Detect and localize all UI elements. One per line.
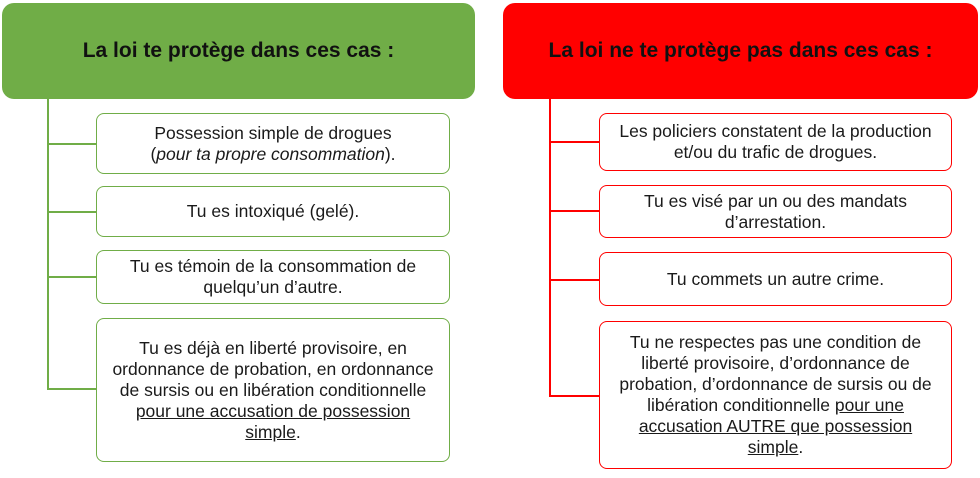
right-branch-line: [549, 279, 599, 281]
text-fragment: (: [150, 143, 157, 164]
text-fragment: pour ta propre consommation: [156, 143, 385, 164]
right-case-text: Les policiers constatent de la productio…: [608, 121, 943, 163]
text-fragment: Tu es déjà en liberté provisoire, en ord…: [112, 337, 434, 400]
right-case-box-3: Tu commets un autre crime.: [599, 252, 952, 306]
text-fragment: Tu es témoin de la consommation de quelq…: [129, 256, 417, 297]
left-case-box-2: Tu es intoxiqué (gelé).: [96, 186, 450, 237]
right-trunk-line: [549, 99, 551, 396]
right-case-text: Tu es visé par un ou des mandats d’arres…: [608, 191, 943, 233]
left-trunk-line: [47, 99, 49, 389]
left-case-box-3: Tu es témoin de la consommation de quelq…: [96, 250, 450, 304]
left-case-text: Possession simple de drogues(pour ta pro…: [150, 123, 395, 165]
text-fragment: pour une accusation de possession simple: [135, 400, 411, 442]
left-header-title: La loi te protège dans ces cas :: [82, 39, 395, 62]
right-case-text: Tu ne respectes pas une condition de lib…: [616, 332, 935, 458]
left-case-text: Tu es déjà en liberté provisoire, en ord…: [111, 338, 435, 443]
text-fragment: Possession simple de drogues: [154, 122, 392, 143]
right-branch-line: [549, 210, 599, 212]
left-header: La loi te protège dans ces cas :: [2, 3, 475, 99]
left-branch-line: [47, 211, 96, 213]
text-fragment: Les policiers constatent de la productio…: [619, 121, 932, 162]
left-case-text: Tu es intoxiqué (gelé).: [187, 201, 360, 222]
text-fragment: ).: [384, 143, 396, 164]
right-case-box-4: Tu ne respectes pas une condition de lib…: [599, 321, 952, 469]
text-fragment: pour une accusation AUTRE que possession…: [638, 395, 913, 457]
left-branch-line: [47, 143, 96, 145]
text-fragment: Tu commets un autre crime.: [666, 268, 885, 289]
right-branch-line: [549, 141, 599, 143]
left-branch-line: [47, 388, 96, 390]
right-case-box-2: Tu es visé par un ou des mandats d’arres…: [599, 185, 952, 238]
text-fragment: Tu es visé par un ou des mandats d’arres…: [644, 190, 907, 232]
left-case-text: Tu es témoin de la consommation de quelq…: [105, 256, 441, 298]
right-case-text: Tu commets un autre crime.: [667, 269, 884, 290]
text-fragment: .: [295, 421, 301, 442]
left-case-box-1: Possession simple de drogues(pour ta pro…: [96, 113, 450, 174]
text-fragment: Tu ne respectes pas une condition de lib…: [619, 332, 932, 415]
right-case-box-1: Les policiers constatent de la productio…: [599, 113, 952, 171]
left-branch-line: [47, 276, 96, 278]
right-header-title: La loi ne te protège pas dans ces cas :: [548, 39, 933, 62]
text-fragment: Tu es intoxiqué (gelé).: [186, 201, 360, 221]
text-fragment: .: [798, 437, 804, 457]
left-case-box-4: Tu es déjà en liberté provisoire, en ord…: [96, 318, 450, 462]
right-branch-line: [549, 395, 599, 397]
right-header: La loi ne te protège pas dans ces cas :: [503, 3, 978, 99]
